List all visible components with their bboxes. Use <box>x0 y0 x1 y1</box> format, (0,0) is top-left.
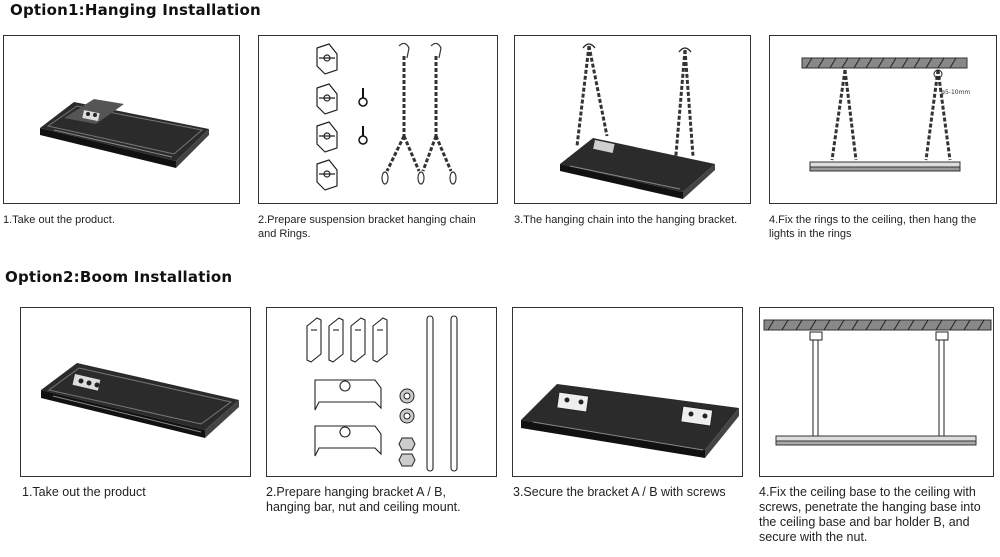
option2-step2-image <box>266 307 497 477</box>
hanging-bracket-a <box>306 317 388 363</box>
option2-step1-caption: 1.Take out the product <box>22 485 146 499</box>
hanging-bars <box>809 331 949 441</box>
option2-step4-image <box>759 307 994 477</box>
hanging-chains <box>830 69 952 161</box>
ceiling <box>801 57 968 69</box>
hanging-bracket-b <box>314 379 382 457</box>
option1-heading: Option1:Hanging Installation <box>10 1 261 19</box>
option1-step1-image <box>3 35 240 204</box>
option2-step4-caption: 4.Fix the ceiling base to the ceiling wi… <box>759 485 981 544</box>
ceiling-mount-nuts <box>398 388 416 467</box>
option2-step3-caption: 3.Secure the bracket A / B with screws <box>513 485 726 499</box>
option1-step3-image <box>514 35 751 204</box>
option1-step1-caption: 1.Take out the product. <box>3 214 115 226</box>
light-fixture-illustration <box>41 363 239 438</box>
secured-brackets <box>556 391 714 427</box>
ring-size-annotation: φ5-10mm <box>941 89 970 96</box>
suspension-brackets <box>316 43 338 191</box>
option1-step2-caption: 2.Prepare suspension bracket hanging cha… <box>258 214 476 240</box>
option1-step4-image: φ5-10mm <box>769 35 997 204</box>
hanging-bars <box>426 315 458 472</box>
option1-step4-caption: 4.Fix the rings to the ceiling, then han… <box>769 214 977 240</box>
ring-hooks <box>358 88 368 145</box>
light-fixture-illustration <box>40 99 209 168</box>
option2-heading: Option2:Boom Installation <box>5 268 233 286</box>
option1-step3-caption: 3.The hanging chain into the hanging bra… <box>514 214 738 226</box>
option1-step2-image <box>258 35 498 204</box>
option2-step1-image <box>20 307 251 477</box>
ceiling <box>763 319 992 331</box>
option2-step2-caption: 2.Prepare hanging bracket A / B, hanging… <box>266 485 461 514</box>
hanging-chains <box>381 42 457 185</box>
light-fixture-side <box>775 435 977 446</box>
light-fixture-illustration <box>560 138 715 199</box>
light-fixture-side <box>809 161 961 172</box>
hanging-chains <box>575 45 695 167</box>
option2-step3-image <box>512 307 743 477</box>
